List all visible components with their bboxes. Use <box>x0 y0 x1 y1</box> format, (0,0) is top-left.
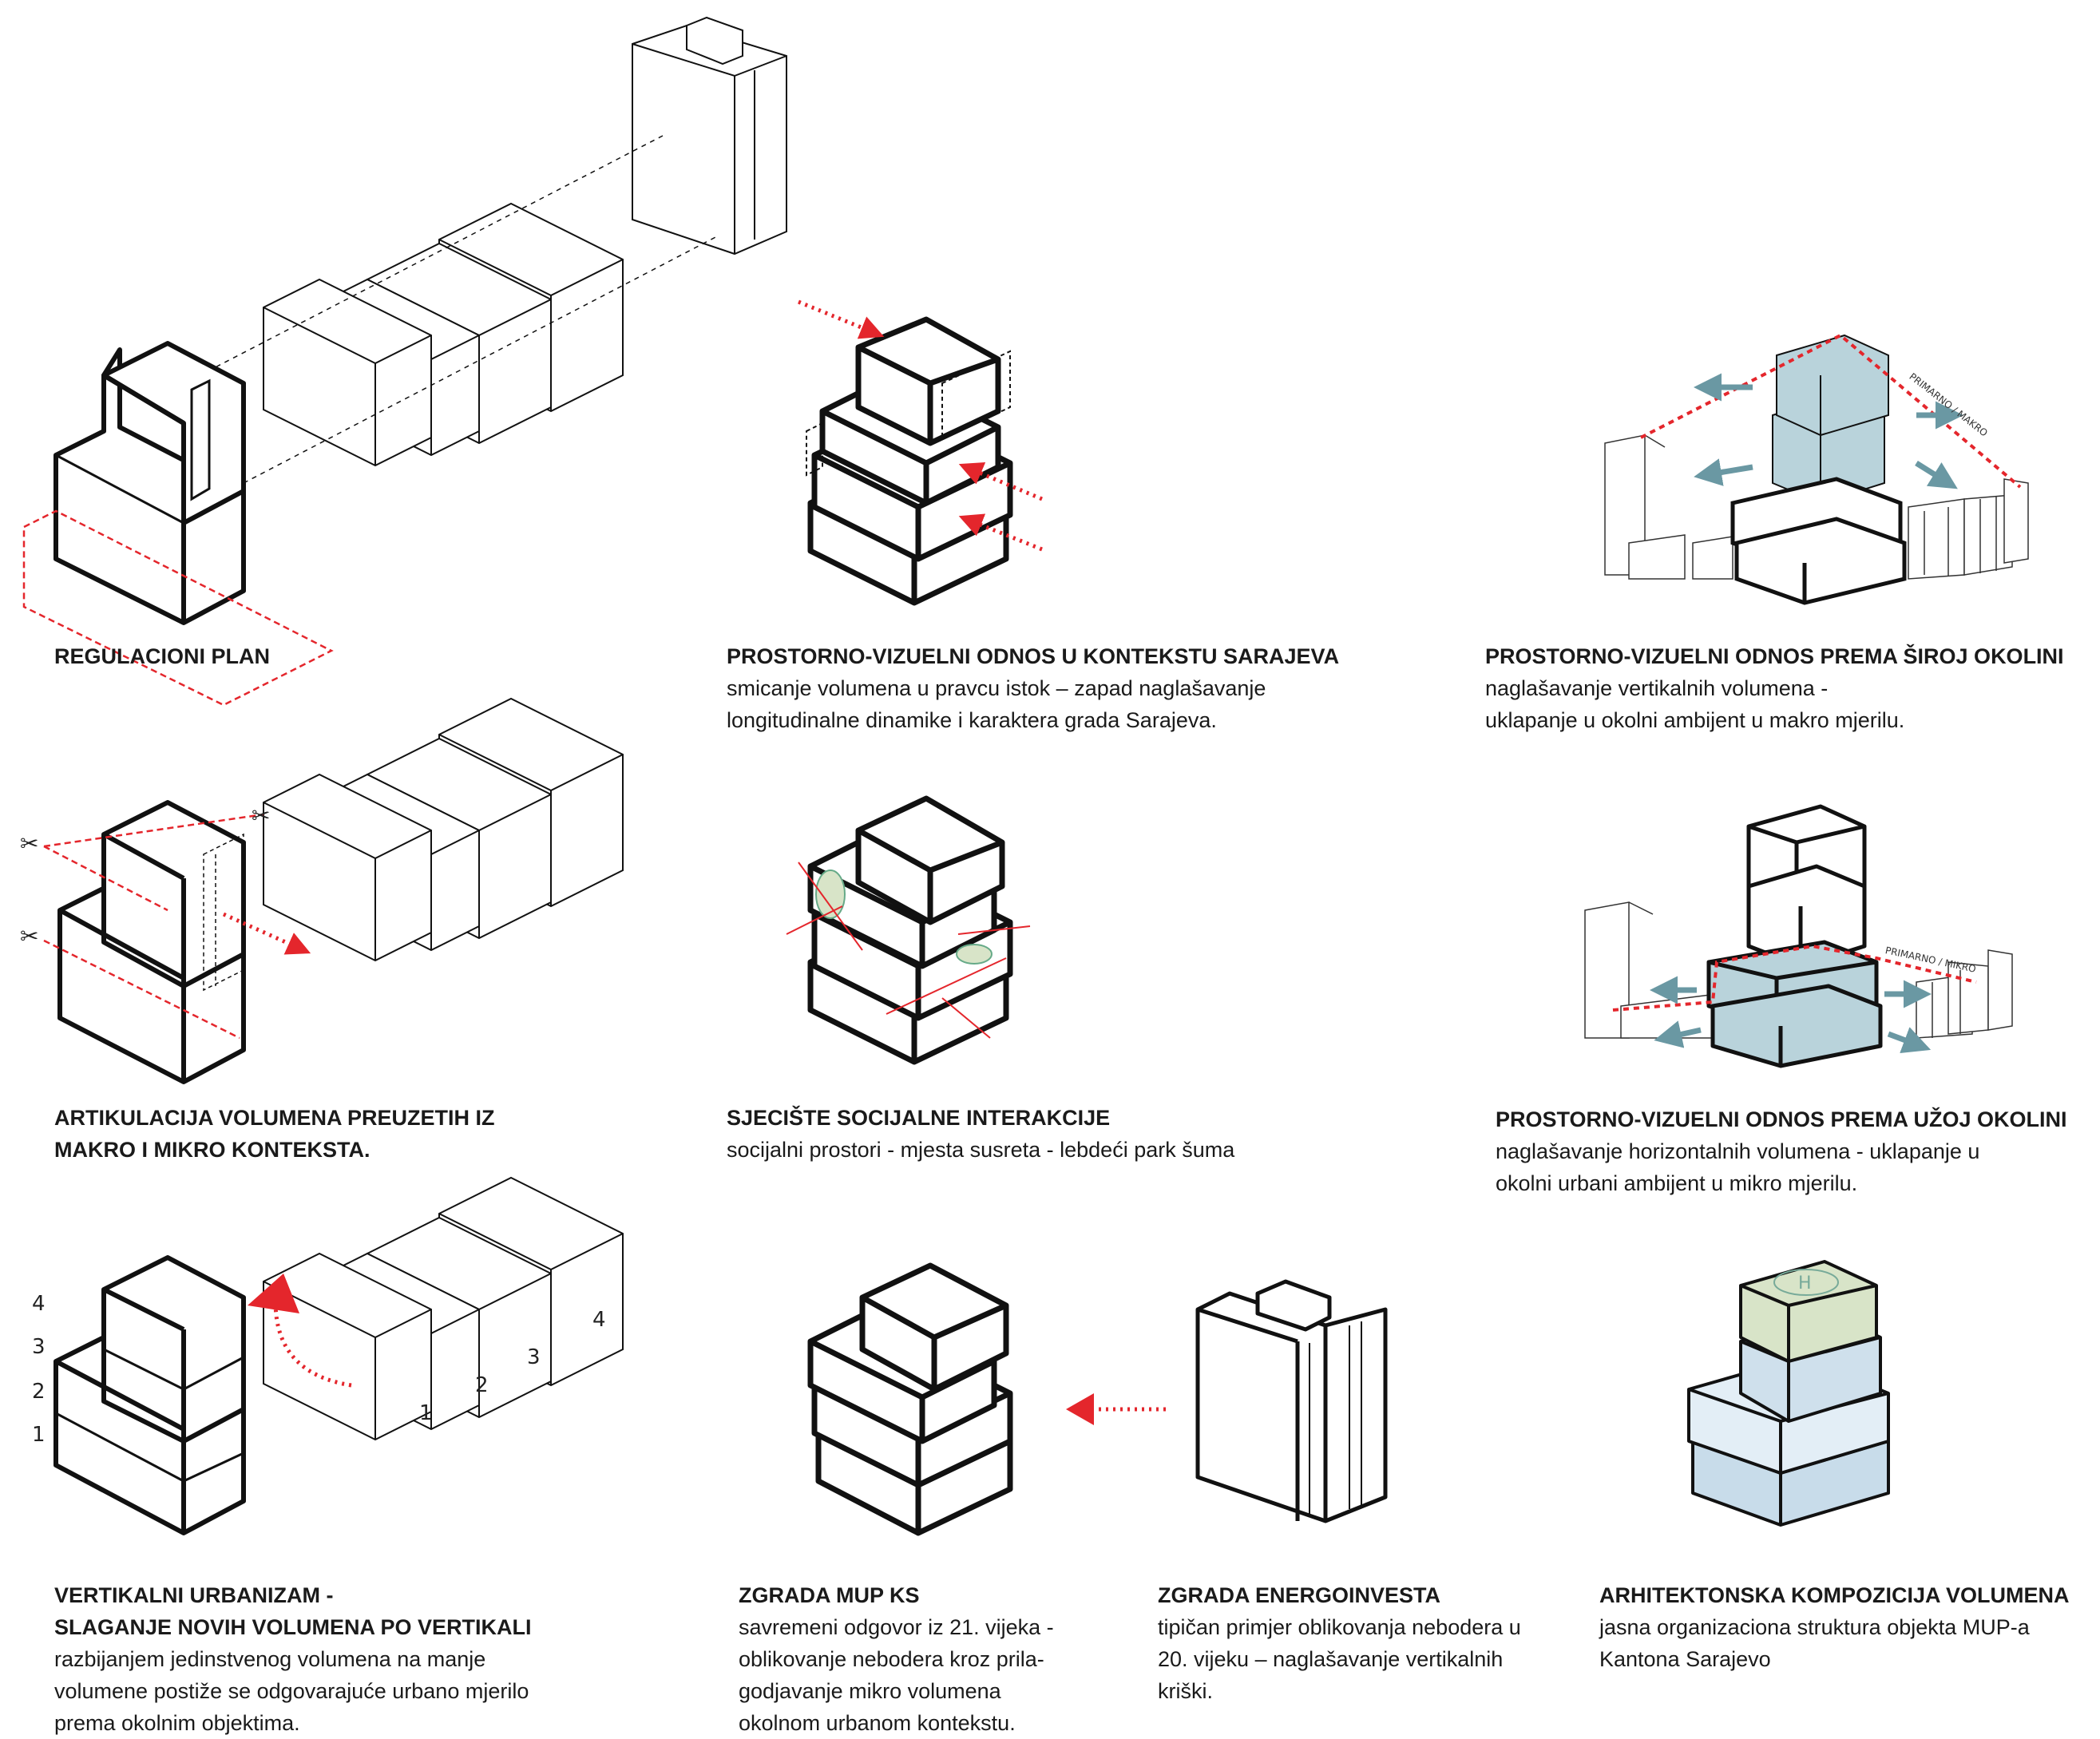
slab-number: 3 <box>527 1345 541 1369</box>
level-number: 2 <box>32 1380 46 1404</box>
caption-title: ZGRADA MUP KS <box>739 1583 920 1607</box>
caption-body: socijalni prostori - mjesta susreta - le… <box>727 1138 1235 1162</box>
caption-title: ARTIKULACIJA VOLUMENA PREUZETIH IZ MAKRO… <box>54 1106 495 1162</box>
caption-body: naglašavanje vertikalnih volumena - ukla… <box>1485 676 1905 732</box>
caption-narrow-context: PROSTORNO-VIZUELNI ODNOS PREMA UŽOJ OKOL… <box>1496 1103 2067 1199</box>
caption-mup-building: ZGRADA MUP KS savremeni odgovor iz 21. v… <box>739 1579 1054 1739</box>
caption-wider-context: PROSTORNO-VIZUELNI ODNOS PREMA ŠIROJ OKO… <box>1485 640 2064 736</box>
slab-number: 2 <box>475 1373 489 1397</box>
parcel-outline <box>22 509 334 707</box>
scissors-icon: ✂ <box>20 923 39 949</box>
scissors-icon: ✂ <box>252 802 271 829</box>
mup-building-diagram <box>807 1262 1166 1536</box>
caption-social-intersection: SJECIŠTE SOCIJALNE INTERAKCIJE socijalni… <box>727 1102 1234 1166</box>
caption-title: PROSTORNO-VIZUELNI ODNOS PREMA UŽOJ OKOL… <box>1496 1107 2067 1131</box>
caption-architectural-composition: ARHITEKTONSKA KOMPOZICIJA VOLUMENA jasna… <box>1599 1579 2070 1675</box>
caption-vertical-urbanism: VERTIKALNI URBANIZAM - SLAGANJE NOVIH VO… <box>54 1579 532 1739</box>
level-number: 3 <box>32 1335 46 1359</box>
caption-articulation: ARTIKULACIJA VOLUMENA PREUZETIH IZ MAKRO… <box>54 1102 495 1166</box>
caption-body: jasna organizaciona struktura objekta MU… <box>1599 1615 2030 1671</box>
social-intersection-diagram <box>786 795 1031 1065</box>
caption-sarajevo-context: PROSTORNO-VIZUELNI ODNOS U KONTEKSTU SAR… <box>727 640 1339 736</box>
sarajevo-shear-diagram <box>798 299 1043 606</box>
caption-regulation-plan: REGULACIONI PLAN <box>54 640 270 672</box>
wider-context-diagram <box>1604 333 2029 605</box>
slab-number: 1 <box>419 1401 433 1425</box>
caption-body: razbijanjem jedinstvenog volumena na man… <box>54 1647 529 1735</box>
slab-number: 4 <box>592 1308 606 1332</box>
main-l-volume <box>53 341 246 625</box>
caption-body: tipičan primjer oblikovanja nebodera u 2… <box>1158 1615 1521 1703</box>
articulation-diagram <box>43 697 624 1084</box>
caption-body: savremeni odgovor iz 21. vijeka - obliko… <box>739 1615 1054 1735</box>
caption-title: PROSTORNO-VIZUELNI ODNOS U KONTEKSTU SAR… <box>727 644 1340 668</box>
slab-volumes <box>263 202 624 467</box>
regulation-plan-diagram <box>22 16 787 707</box>
caption-body: naglašavanje horizontalnih volumena - uk… <box>1496 1139 1980 1195</box>
caption-title: ZGRADA ENERGOINVESTA <box>1158 1583 1441 1607</box>
caption-body: smicanje volumena u pravcu istok – zapad… <box>727 676 1266 732</box>
caption-title: ARHITEKTONSKA KOMPOZICIJA VOLUMENA <box>1599 1583 2070 1607</box>
svg-text:H: H <box>1798 1274 1812 1293</box>
composition-diagram: H <box>1687 1260 1890 1527</box>
reference-tower <box>632 16 787 256</box>
energoinvest-building-diagram <box>1195 1279 1388 1523</box>
scissors-icon: ✂ <box>20 830 39 857</box>
caption-title: REGULACIONI PLAN <box>54 644 270 668</box>
vertical-urbanism-diagram <box>53 1176 624 1535</box>
narrow-context-diagram <box>1584 804 2013 1068</box>
level-number: 4 <box>32 1292 46 1316</box>
caption-title: SJECIŠTE SOCIJALNE INTERAKCIJE <box>727 1106 1111 1130</box>
caption-energoinvest-building: ZGRADA ENERGOINVESTA tipičan primjer obl… <box>1158 1579 1521 1707</box>
level-number: 1 <box>32 1423 46 1447</box>
caption-title: PROSTORNO-VIZUELNI ODNOS PREMA ŠIROJ OKO… <box>1485 644 2064 668</box>
caption-title: VERTIKALNI URBANIZAM - SLAGANJE NOVIH VO… <box>54 1583 532 1639</box>
